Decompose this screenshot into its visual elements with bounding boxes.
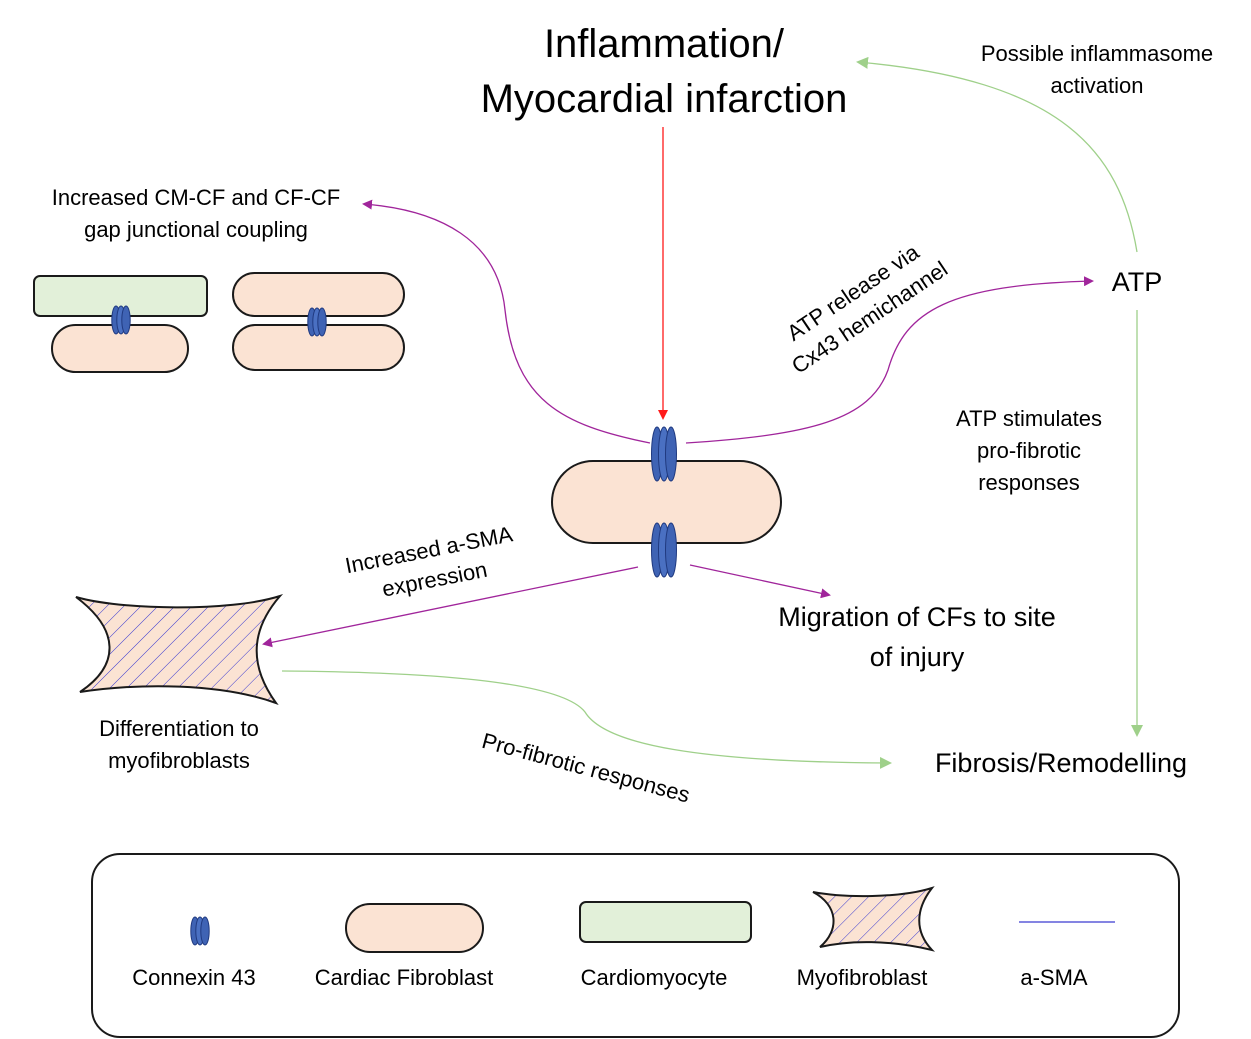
migration-arrow bbox=[689, 564, 831, 599]
asma-label: Increased a-SMA expression bbox=[343, 521, 515, 601]
diff-label-line1: Differentiation to bbox=[99, 716, 259, 741]
legend-label-cardiomyocyte: Cardiomyocyte bbox=[581, 965, 728, 990]
profibrotic-label-text: Pro-fibrotic responses bbox=[479, 728, 692, 808]
diff-label-line2: myofibroblasts bbox=[108, 748, 250, 773]
profibrotic-arrow bbox=[281, 670, 892, 769]
asma-arrow bbox=[262, 566, 639, 648]
coupling-label-line1: Increased CM-CF and CF-CF bbox=[52, 185, 341, 210]
coupling-label-line2: gap junctional coupling bbox=[84, 217, 308, 242]
central-fibroblast bbox=[551, 426, 782, 578]
atp-stim-label-line2: pro-fibrotic bbox=[977, 438, 1081, 463]
cm-cf-coupling-illustration bbox=[33, 275, 208, 373]
cardiomyocyte-icon bbox=[579, 901, 752, 943]
title-line1: Inflammation/ bbox=[544, 22, 785, 66]
atp-stim-label-line3: responses bbox=[978, 470, 1080, 495]
atp-release-arrow bbox=[685, 276, 1094, 444]
profibrotic-label: Pro-fibrotic responses bbox=[479, 728, 692, 808]
legend-label-connexin: Connexin 43 bbox=[132, 965, 256, 990]
connexin-icon bbox=[111, 305, 131, 335]
legend-label-myofibroblast: Myofibroblast bbox=[797, 965, 928, 990]
legend-box bbox=[91, 853, 1180, 1038]
legend: Connexin 43 Cardiac Fibroblast Cardiomyo… bbox=[91, 853, 1180, 1038]
connexin-icon bbox=[190, 916, 210, 946]
legend-label-asma: a-SMA bbox=[1020, 965, 1088, 990]
title-line2: Myocardial infarction bbox=[481, 77, 848, 121]
connexin-icon bbox=[651, 522, 677, 578]
coupling-arrow bbox=[362, 199, 651, 444]
myofibroblast-cell bbox=[75, 593, 284, 706]
atp-release-label: ATP release via Cx43 hemichannel bbox=[782, 239, 952, 379]
connexin-icon bbox=[307, 307, 327, 337]
inflammasome-arrow bbox=[856, 56, 1138, 253]
myofibroblast-icon bbox=[812, 886, 936, 952]
atp-label: ATP bbox=[1112, 267, 1163, 297]
inflammasome-label-line2: activation bbox=[1051, 73, 1144, 98]
atp-stim-label-line1: ATP stimulates bbox=[956, 406, 1102, 431]
legend-label-fibroblast: Cardiac Fibroblast bbox=[315, 965, 494, 990]
fibrosis-label: Fibrosis/Remodelling bbox=[935, 748, 1187, 778]
inflammasome-label-line1: Possible inflammasome bbox=[981, 41, 1213, 66]
migration-label-line2: of injury bbox=[870, 642, 965, 672]
cf-cf-coupling-illustration bbox=[232, 272, 405, 371]
fibroblast-icon bbox=[345, 903, 484, 953]
migration-label-line1: Migration of CFs to site bbox=[778, 602, 1056, 632]
connexin-icon bbox=[651, 426, 677, 482]
